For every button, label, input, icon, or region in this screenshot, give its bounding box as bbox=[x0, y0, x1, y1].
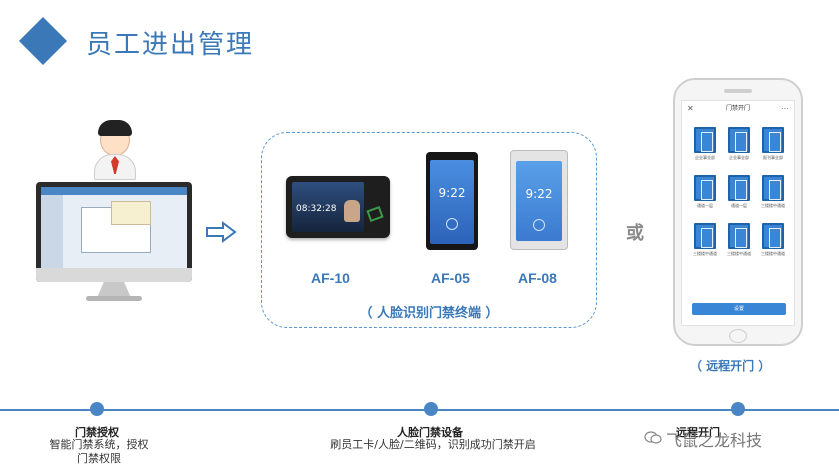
af08-clock: 9:22 bbox=[525, 187, 553, 201]
mobile-phone: 门禁开门 ✕ ··· 企业事业部 企业事业部 报刊事业部 通道一层 通道一层 三… bbox=[673, 78, 803, 346]
step-desc-2: 刷员工卡/人脸/二维码，识别成功门禁开启 bbox=[318, 438, 548, 452]
door-icon bbox=[762, 175, 784, 201]
phone-caption: （ 远程开门 ） bbox=[690, 359, 771, 373]
step-title-2: 人脸门禁设备 bbox=[397, 426, 463, 439]
timeline-dot-3 bbox=[731, 402, 745, 416]
model-label-af08: AF-08 bbox=[518, 270, 557, 286]
door-icon bbox=[694, 223, 716, 249]
step-title-3: 远程开门 bbox=[676, 426, 720, 439]
more-icon[interactable]: ··· bbox=[781, 104, 789, 113]
door-item[interactable]: 三楼楼中通道 bbox=[760, 175, 786, 209]
page-title: 员工进出管理 bbox=[86, 30, 255, 60]
card-reader-icon bbox=[366, 205, 384, 223]
step-desc-1-line1: 智能门禁系统，授权 bbox=[49, 438, 149, 451]
face-terminal-group bbox=[261, 132, 597, 328]
monitor-base bbox=[86, 296, 142, 301]
af05-clock: 9:22 bbox=[438, 186, 466, 200]
door-icon bbox=[762, 223, 784, 249]
step-desc-1: 智能门禁系统，授权 门禁权限 bbox=[40, 438, 158, 466]
timeline-dot-2 bbox=[424, 402, 438, 416]
door-item[interactable]: 三楼楼中通道 bbox=[692, 223, 718, 257]
step-desc-2-line1: 刷员工卡/人脸/二维码，识别成功门禁开启 bbox=[330, 438, 536, 451]
af10-clock: 08:32:28 bbox=[296, 204, 337, 214]
phone-screen-title: 门禁开门 bbox=[725, 106, 750, 112]
watermark-text: 飞鼠之龙科技 bbox=[666, 431, 763, 450]
door-item[interactable]: 企业事业部 bbox=[726, 127, 752, 161]
or-label: 或 bbox=[626, 223, 644, 244]
door-icon bbox=[762, 127, 784, 153]
employee-avatar bbox=[92, 120, 138, 180]
device-af10: 08:32:28 bbox=[286, 176, 390, 238]
device-af05: 9:22 bbox=[426, 152, 478, 250]
timeline-dot-1 bbox=[90, 402, 104, 416]
door-item[interactable]: 三楼楼中通道 bbox=[726, 223, 752, 257]
door-icon bbox=[694, 175, 716, 201]
terminal-caption: （ 人脸识别门禁终端 ） bbox=[359, 306, 499, 321]
wechat-icon bbox=[644, 431, 662, 444]
step-desc-1-line2: 门禁权限 bbox=[77, 452, 121, 465]
monitor-stand bbox=[97, 282, 131, 298]
door-item[interactable]: 企业事业部 bbox=[692, 127, 718, 161]
flow-arrow-icon bbox=[206, 221, 237, 243]
device-af08: 9:22 bbox=[510, 150, 568, 250]
door-item[interactable]: 通道一层 bbox=[726, 175, 752, 209]
door-icon bbox=[728, 223, 750, 249]
door-item[interactable]: 通道一层 bbox=[692, 175, 718, 209]
door-icon bbox=[728, 127, 750, 153]
model-label-af10: AF-10 bbox=[311, 270, 350, 286]
timeline-line bbox=[0, 409, 839, 411]
home-button bbox=[729, 329, 747, 343]
door-item[interactable]: 报刊事业部 bbox=[760, 127, 786, 161]
door-icon bbox=[728, 175, 750, 201]
title-diamond-icon bbox=[18, 16, 68, 66]
admin-monitor bbox=[36, 182, 192, 282]
settings-button[interactable]: 设置 bbox=[692, 303, 786, 315]
phone-screen: 门禁开门 ✕ ··· 企业事业部 企业事业部 报刊事业部 通道一层 通道一层 三… bbox=[681, 100, 795, 326]
monitor-screen bbox=[41, 187, 187, 268]
model-label-af05: AF-05 bbox=[431, 270, 470, 286]
step-title-1: 门禁授权 bbox=[75, 426, 119, 439]
door-icon bbox=[694, 127, 716, 153]
close-icon[interactable]: ✕ bbox=[687, 104, 694, 113]
door-item[interactable]: 三楼楼中通道 bbox=[760, 223, 786, 257]
